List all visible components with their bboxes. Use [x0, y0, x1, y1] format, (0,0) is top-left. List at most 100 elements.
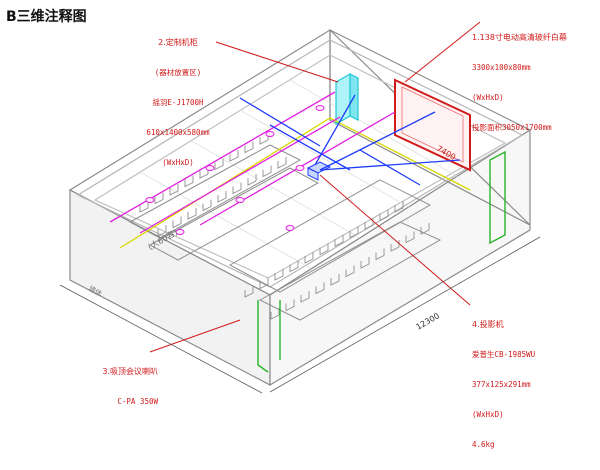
callout-leaders	[149, 21, 481, 353]
inner-wall-outline	[76, 39, 524, 288]
chair	[334, 235, 344, 247]
door-front	[257, 300, 269, 373]
diagram-title: B三维注释图	[6, 9, 87, 25]
ceiling-speaker-icon	[315, 105, 325, 111]
chair	[157, 225, 167, 237]
ceiling-speaker-icon	[235, 197, 245, 203]
callout-speaker: 3.吸顶会议喇叭 C-PA 350W	[38, 347, 158, 427]
chair	[259, 277, 269, 290]
ceiling-speaker-icon	[295, 165, 305, 171]
callout-screen-line: 3300x100x80mm	[472, 63, 531, 72]
callout-projector: 4.投影机 爱普生CB-1985WU 377x125x291mm (WxHxD)…	[472, 300, 572, 470]
chair	[274, 269, 284, 281]
chairs-right-group	[244, 201, 430, 320]
chair	[360, 257, 370, 269]
chair	[154, 192, 164, 205]
callout-projector-head: 4.投影机	[472, 320, 504, 329]
callout-speaker-line: C-PA 350W	[117, 397, 158, 406]
projector	[306, 161, 332, 181]
chair	[229, 150, 239, 162]
dimension-width	[59, 284, 263, 394]
chair	[217, 191, 227, 203]
chair	[262, 165, 272, 178]
callout-screen-line: (WxHxD)	[472, 93, 504, 102]
floor-outline	[93, 54, 507, 279]
chair	[375, 248, 385, 261]
callout-cabinet-line: 摇羽E-J1700H	[152, 98, 204, 107]
chair	[300, 291, 310, 303]
ceiling-speaker-icon	[265, 131, 275, 137]
chair	[285, 299, 295, 312]
chair	[187, 208, 197, 220]
cable-blue	[239, 97, 321, 147]
room-right-front-wall	[269, 128, 531, 387]
ceiling-speakers	[145, 105, 325, 235]
callout-screen: 1.138寸电动高清玻纤白幕 3300x100x80mm (WxHxD) 投影面…	[472, 13, 590, 153]
chair	[394, 201, 404, 213]
chair	[315, 282, 325, 295]
callout-cabinet: 2.定制机柜 (器材放置区) 摇羽E-J1700H 610x1400x580mm…	[128, 18, 228, 188]
cable-blue	[319, 111, 436, 171]
table-row-left	[128, 144, 320, 261]
callout-screen-line: 投影面积3050x1700mm	[472, 123, 552, 132]
chair	[244, 286, 254, 298]
chair	[270, 308, 280, 320]
ceiling-speaker-icon	[285, 225, 295, 231]
chair	[214, 158, 224, 171]
grid-line	[239, 109, 411, 209]
conference-table	[148, 167, 320, 261]
equipment-cabinet	[335, 72, 359, 126]
dimension-length-label: 12300	[415, 311, 442, 332]
screen-frame	[394, 78, 471, 172]
chair	[349, 226, 359, 239]
cable-magenta	[139, 116, 341, 234]
chair	[244, 141, 254, 154]
chair	[277, 157, 287, 169]
cable-blue	[359, 149, 421, 186]
table-row-right	[228, 179, 442, 321]
chair	[319, 243, 329, 256]
long-conference-table	[228, 179, 432, 293]
callout-projector-line: 377x125x291mm	[472, 380, 531, 389]
chair	[420, 223, 430, 235]
callout-cabinet-line: (器材放置区)	[154, 68, 202, 77]
chair	[232, 182, 242, 195]
chair	[184, 175, 194, 188]
callout-screen-head: 1.138寸电动高清玻纤白幕	[472, 33, 567, 42]
dimension-length	[269, 236, 541, 393]
ceiling-speaker-icon	[145, 197, 155, 203]
ceiling-speaker-icon	[205, 165, 215, 171]
cable-blue	[269, 124, 351, 171]
ceiling-speaker-icon	[175, 229, 185, 235]
door-right	[489, 150, 506, 245]
leader-cabinet	[215, 41, 339, 83]
projector-side	[307, 167, 319, 181]
callout-cabinet-line: 610x1400x580mm	[146, 128, 210, 137]
chairs-left-group	[139, 133, 287, 237]
callout-speaker-head: 3.吸顶会议喇叭	[102, 367, 158, 376]
chair	[172, 216, 182, 229]
grid-line	[189, 139, 361, 239]
chair	[379, 209, 389, 222]
diagram-canvas: B三维注释图	[6, 9, 590, 449]
callout-projector-line: 4.6kg	[472, 440, 495, 449]
callout-projector-line: 爱普生CB-1985WU	[472, 350, 536, 359]
chair	[405, 231, 415, 244]
floor-grid	[139, 79, 461, 269]
screen-inner	[401, 86, 464, 163]
chair	[289, 260, 299, 273]
chair	[330, 274, 340, 286]
chair	[345, 265, 355, 278]
projection-screen	[394, 78, 471, 172]
callout-cabinet-head: 2.定制机柜	[158, 38, 198, 47]
leader-projector	[319, 174, 471, 306]
conference-table	[128, 144, 302, 239]
room-walls	[68, 28, 532, 387]
cable-blue	[314, 94, 356, 166]
dimension-lines	[59, 236, 541, 394]
leader-speaker	[149, 319, 241, 353]
room-isometric-drawing: 12300 (人60容) 7400 墙体	[59, 21, 541, 394]
callout-projector-line: (WxHxD)	[472, 410, 504, 419]
chair	[139, 201, 149, 213]
long-conference-table	[258, 221, 442, 321]
